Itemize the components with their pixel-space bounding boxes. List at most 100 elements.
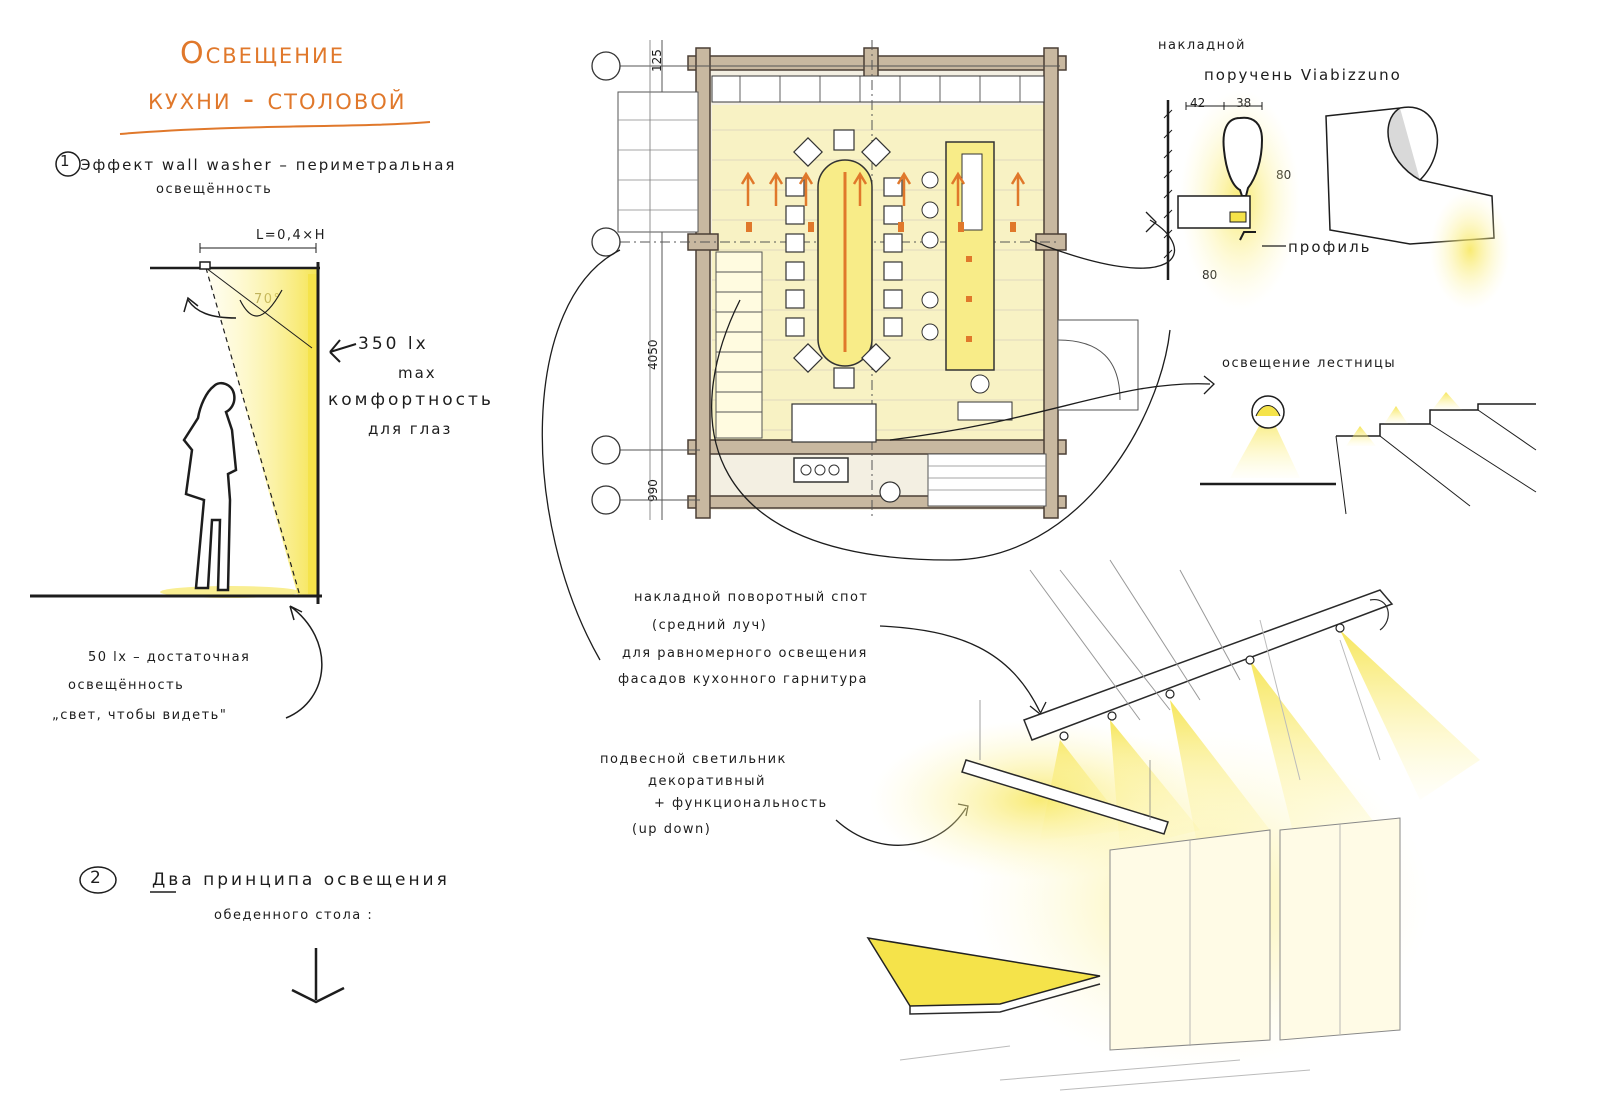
lux-bottom-1: 50 lx – достаточная (88, 650, 251, 665)
title-underline (119, 121, 431, 135)
spot-arrows (740, 171, 1026, 206)
plan-floor (700, 60, 1055, 510)
cone-edge (205, 267, 301, 597)
rotation-arrow (183, 296, 237, 319)
kitchen-counter (791, 403, 877, 443)
handrail-label-2: поручень Viabizzuno (1204, 66, 1402, 84)
spot-fixtures (746, 222, 1016, 342)
beam-1 (1040, 740, 1130, 840)
window-band (711, 75, 1045, 103)
section1-number: 1 (60, 152, 72, 170)
lux-top-note-2: комфортность (328, 390, 494, 410)
diagonal-line (205, 267, 313, 349)
table-top (866, 936, 1101, 1007)
curve-spot-to-rail (879, 625, 1047, 716)
track-spots (1059, 623, 1345, 741)
rail-perspective (1325, 106, 1495, 245)
plan-stair (715, 251, 763, 439)
dim-3510: 3510 (646, 137, 660, 168)
dimension-line (199, 243, 317, 253)
dim-4050: 4050 (646, 339, 660, 370)
down-arrow (291, 948, 345, 1004)
handrail-glow (1180, 90, 1300, 310)
pendant-note-line-1: подвесной светильник (600, 752, 787, 767)
wash-basin (879, 481, 901, 503)
angle-label: 70° (254, 292, 282, 307)
connector-curves (541, 211, 1215, 846)
beam-2 (1110, 720, 1200, 850)
arrow-lux-top (329, 339, 357, 363)
light-cone (206, 268, 318, 596)
annex-right (1057, 319, 1139, 411)
floor-glow (160, 586, 300, 598)
spot-note-line-4: фасадов кухонного гарнитура (618, 672, 868, 687)
axis-label-r: Р (600, 440, 612, 458)
pendant-light (961, 759, 1169, 835)
grid-axes (620, 40, 1060, 520)
kitchen-cabinets (1109, 817, 1401, 1051)
axis-label-s: С (600, 232, 613, 250)
lux-bottom-3: „свет, чтобы видеть" (52, 708, 228, 723)
beam-5 (1340, 630, 1480, 800)
stairs-label: освещение лестницы (1222, 356, 1397, 371)
hob (793, 457, 849, 483)
section2-number: 2 (90, 868, 104, 888)
lux-top-note-3: для глаз (368, 420, 453, 438)
person-silhouette (182, 382, 238, 592)
log-walls (687, 47, 1067, 519)
pendant-note-line-4: (up down) (632, 822, 712, 837)
handrail-label-1: накладной (1158, 38, 1246, 53)
plan-light-wash (712, 105, 1052, 445)
entry-steps (927, 453, 1047, 507)
handrail-dim-80-side: 80 (1276, 168, 1292, 182)
beam-3 (1170, 700, 1270, 860)
beam-4 (1250, 660, 1380, 860)
bar-stools (921, 171, 990, 394)
dim-990: 990 (646, 479, 660, 502)
spot-note-line-1: накладной поворотный спот (634, 590, 869, 605)
axis-label-t: Т (600, 56, 612, 74)
handrail-dim-42: 42 (1190, 96, 1206, 110)
lux-top-note-1: max (398, 364, 437, 382)
floor-boards (712, 129, 1048, 431)
curve-pendant-to-light (835, 803, 969, 846)
curve-to-stairs (889, 375, 1215, 441)
width-formula: L=0,4×H (256, 228, 326, 243)
handrail-profile (1222, 116, 1264, 197)
chairs (785, 129, 903, 389)
curve-to-handrail (1029, 211, 1176, 269)
dim-125: 125 (650, 49, 664, 72)
stair-steps (1336, 403, 1536, 437)
section2-text-line-2: обеденного стола : (214, 908, 374, 923)
lit-wall-strip (308, 274, 317, 594)
stair-wall-light (1230, 410, 1300, 478)
arrow-lux-bottom (285, 605, 323, 719)
lux-top-value: 350 lx (358, 334, 429, 354)
handrail-dim-38: 38 (1236, 96, 1252, 110)
stairs-diagram (1200, 392, 1537, 515)
section1-text-line-2: освещённость (156, 182, 273, 197)
bracket (1177, 195, 1251, 229)
perspective-view (866, 559, 1480, 1091)
dining-table (817, 159, 873, 367)
pendant-glow (870, 720, 1210, 880)
pendant-note-line-2: декоративный (648, 774, 766, 789)
spot-note-line-3: для равномерного освещения (622, 646, 868, 661)
fixture (199, 261, 211, 270)
curve-plan-to-perspective (711, 299, 1171, 561)
level-mark: -1.090 (964, 404, 1006, 419)
title-line-1: Освещение (180, 36, 345, 71)
kitchen-island (945, 141, 995, 371)
handrail-profile-label: профиль (1288, 238, 1372, 256)
wall-light (1251, 395, 1285, 429)
section2-text-line-1: Два принципа освещения (152, 870, 450, 890)
table-label: стол (906, 963, 953, 987)
axis-label-p: П (600, 490, 614, 508)
section1-text-line-1: Эффект wall washer – периметральная (80, 156, 457, 174)
pendant-note-line-3: + функциональность (654, 796, 828, 811)
title-line-2: кухни - столовой (148, 82, 407, 117)
spot-note-line-2: (средний луч) (652, 618, 768, 633)
floor-plan (591, 40, 1139, 520)
handrail-dim-80-bottom: 80 (1202, 268, 1218, 282)
